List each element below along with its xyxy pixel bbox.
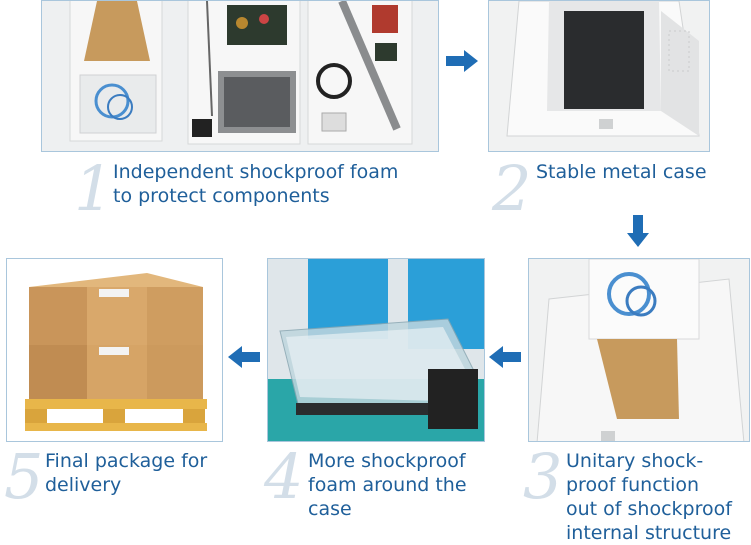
step-2-number: 2 xyxy=(492,152,532,225)
step-1-photo xyxy=(41,0,439,152)
step-5-number: 5 xyxy=(4,440,44,513)
step-3-number: 3 xyxy=(523,440,563,513)
step-5-caption: Final package for delivery xyxy=(45,450,208,496)
step-2-photo xyxy=(488,0,710,152)
step-4-photo xyxy=(267,258,485,442)
step-4-caption: More shockproof foam around the case xyxy=(308,450,467,520)
step-1-number: 1 xyxy=(74,152,114,225)
step-5-photo xyxy=(6,258,223,442)
arrow-left-icon xyxy=(228,346,260,368)
metal-case-illustration xyxy=(489,1,709,151)
pallet-boxes-illustration xyxy=(7,259,222,441)
step-3-photo xyxy=(528,258,750,442)
arrow-left-icon xyxy=(489,346,521,368)
arrow-right-icon xyxy=(446,50,478,72)
step-4-number: 4 xyxy=(264,440,304,513)
step-2-caption: Stable metal case xyxy=(536,161,707,183)
step-1-caption: Independent shockproof foam to protect c… xyxy=(113,161,399,207)
step-3-caption: Unitary shock- proof function out of sho… xyxy=(566,450,732,544)
foam-components-illustration xyxy=(42,1,438,151)
arrow-down-icon xyxy=(627,215,649,247)
foam-wrapping-illustration xyxy=(268,259,484,441)
shockproof-structure-illustration xyxy=(529,259,749,441)
